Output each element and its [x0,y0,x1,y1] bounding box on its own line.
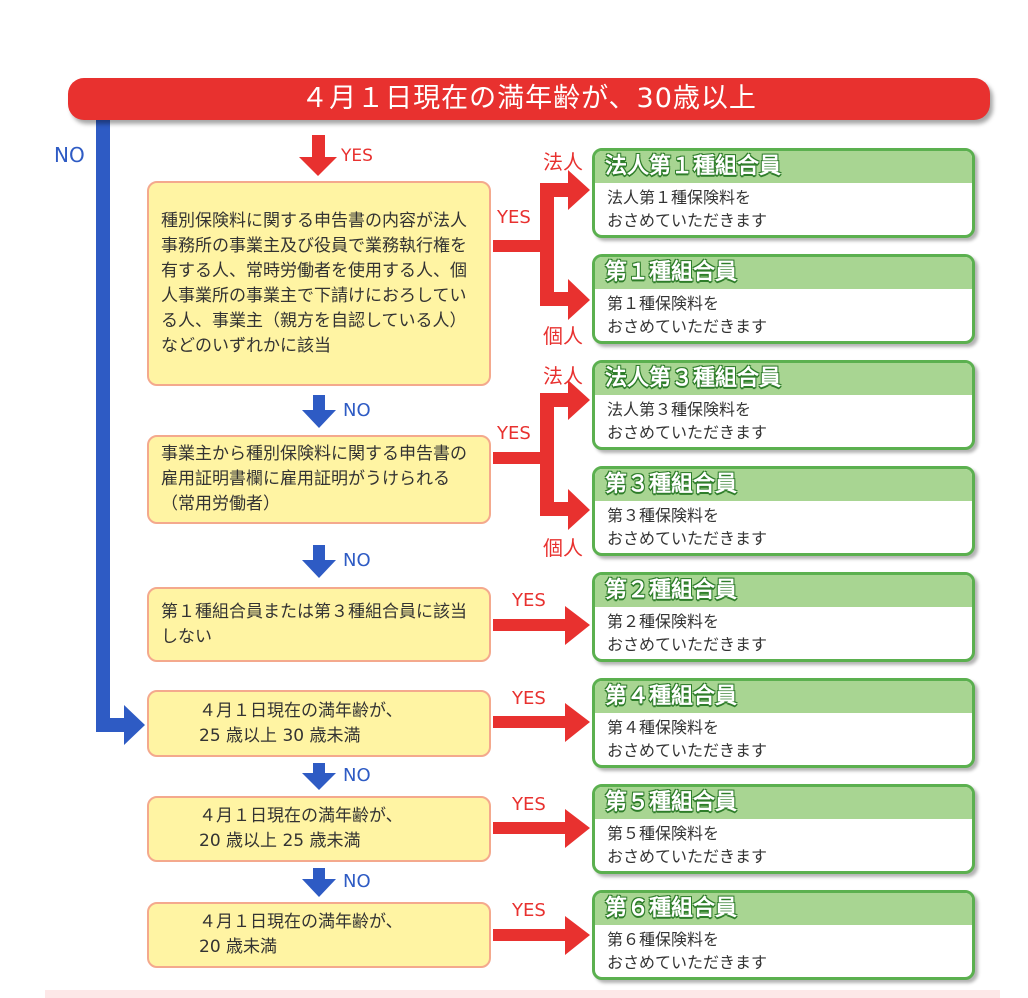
result-text: 法人第３種保険料を [607,400,752,419]
no-arrow-3 [302,763,336,790]
yes-arrow-4 [493,703,590,742]
question-employee: 事業主から種別保険料に関する申告書の雇用証明書欄に雇用証明がうけられる（常用労働… [147,435,491,524]
no-label: NO [343,871,371,892]
result-card: 法人第３種組合員法人第３種保険料をおさめていただきます [592,360,975,450]
yes-label: YES [497,423,531,444]
result-title: 第４種組合員 [595,681,972,713]
result-card: 法人第１種組合員法人第１種保険料をおさめていただきます [592,148,975,238]
result-text: おさめていただきます [607,211,768,230]
result-title: 第３種組合員 [595,469,972,501]
result-text: おさめていただきます [607,317,768,336]
result-text: 第５種保険料を [607,824,720,843]
result-text: おさめていただきます [607,953,768,972]
yes-arrow-top [299,135,337,176]
result-text: 第３種保険料を [607,506,720,525]
result-title: 第１種組合員 [595,257,972,289]
question-employer: 種別保険料に関する申告書の内容が法人事務所の事業主及び役員で業務執行権を有する人… [147,181,491,386]
yes-label: YES [512,590,546,611]
no-arrow-2 [302,545,336,578]
result-title: 第６種組合員 [595,893,972,925]
yes-arrow-5 [493,809,590,848]
no-label: NO [343,765,371,786]
result-text: おさめていただきます [607,635,768,654]
yes-arrow-2 [493,606,590,645]
yes-label: YES [512,688,546,709]
indiv-label: 個人 [543,536,583,560]
yes-label: YES [512,794,546,815]
corp-label: 法人 [543,364,583,388]
question-age-25-30: ４月１日現在の満年齢が、 25 歳以上 30 歳未満 [147,690,491,757]
yes-label: YES [341,146,373,166]
branch-1 [493,170,590,320]
yes-label: YES [512,900,546,921]
no-label: NO [54,143,85,167]
no-line-left [96,118,145,745]
result-text: おさめていただきます [607,847,768,866]
question-age-under-20: ４月１日現在の満年齢が、 20 歳未満 [147,902,491,968]
result-text: 法人第１種保険料を [607,188,752,207]
result-text: おさめていただきます [607,423,768,442]
result-text: おさめていただきます [607,741,768,760]
result-card: 第１種組合員第１種保険料をおさめていただきます [592,254,975,344]
no-label: NO [343,550,371,571]
age-30-question-banner: ４月１日現在の満年齢が、30歳以上 [68,78,990,120]
bottom-strip [45,990,1000,998]
result-text: おさめていただきます [607,529,768,548]
result-title: 法人第３種組合員 [595,363,972,395]
yes-arrow-6 [493,916,590,955]
branch-2 [493,380,590,530]
result-title: 第５種組合員 [595,787,972,819]
corp-label: 法人 [543,150,583,174]
result-title: 第２種組合員 [595,575,972,607]
result-card: 第６種組合員第６種保険料をおさめていただきます [592,890,975,980]
result-text: 第４種保険料を [607,718,720,737]
result-title: 法人第１種組合員 [595,151,972,183]
no-arrow-4 [302,868,336,897]
yes-label: YES [497,207,531,228]
result-text: 第１種保険料を [607,294,720,313]
result-card: 第４種組合員第４種保険料をおさめていただきます [592,678,975,768]
result-text: 第２種保険料を [607,612,720,631]
result-card: 第５種組合員第５種保険料をおさめていただきます [592,784,975,874]
result-card: 第２種組合員第２種保険料をおさめていただきます [592,572,975,662]
indiv-label: 個人 [543,324,583,348]
no-label: NO [343,400,371,421]
question-age-20-25: ４月１日現在の満年齢が、 20 歳以上 25 歳未満 [147,796,491,862]
result-card: 第３種組合員第３種保険料をおさめていただきます [592,466,975,556]
result-text: 第６種保険料を [607,930,720,949]
no-arrow-1 [302,395,336,428]
question-other: 第１種組合員または第３種組合員に該当しない [147,587,491,662]
